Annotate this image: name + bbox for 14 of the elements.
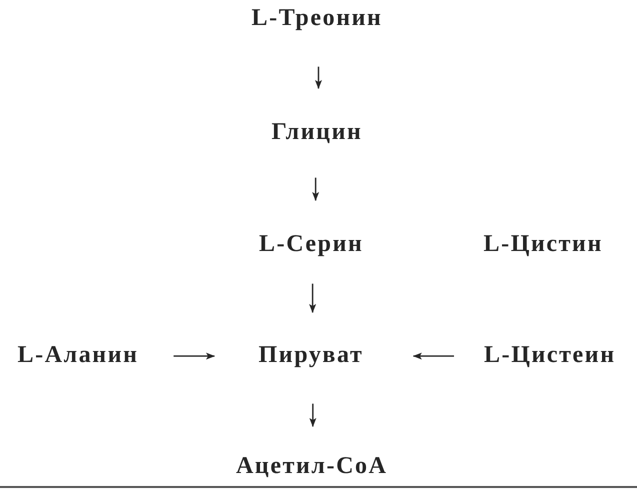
metabolite-label: L-Серин (259, 232, 364, 257)
metabolite-label: Пируват (258, 342, 364, 368)
metabolite-label: L-Цистеин (484, 342, 616, 368)
arrow (312, 178, 320, 201)
arrow (314, 66, 322, 89)
arrow (309, 284, 316, 313)
metabolite-label: L-Аланин (18, 342, 139, 368)
metabolite-label: L-Цистин (484, 232, 603, 257)
metabolite-label: L-Треонин (252, 6, 382, 31)
metabolite-label: Глицин (272, 120, 362, 145)
arrow (309, 404, 316, 427)
arrow (412, 352, 454, 360)
arrow (174, 352, 215, 360)
metabolite-label: Ацетил-CoA (236, 454, 388, 479)
